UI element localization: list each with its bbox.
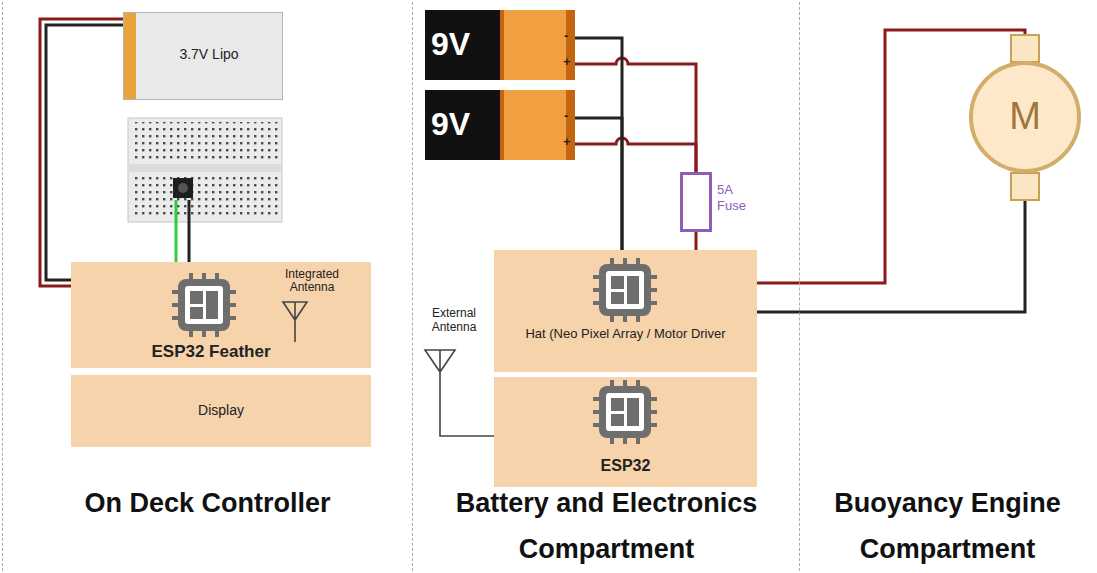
display-board: Display [71,375,371,447]
section-band: Buoyancy Engine Compartment M [800,2,1095,571]
push-button [173,178,193,198]
antenna-label: External Antenna [414,306,494,334]
button-signal-wire [175,200,178,262]
button-ground-wire [188,200,191,262]
section-title: Battery and Electronics Compartment [417,480,796,572]
wire-path [575,118,622,250]
chip-icon [172,273,236,337]
terminal-mark: - [564,29,568,43]
wire [40,19,123,286]
breadboard-holes [132,122,278,160]
antenna-symbol [283,302,307,342]
hat-board: Hat (Neo Pixel Array / Motor Driver [494,250,757,372]
wire-path [575,58,696,172]
wire-path [46,25,123,280]
battery-label: 3.7V Lipo [136,46,282,62]
section-title: On Deck Controller [7,480,408,526]
wire [757,30,1025,283]
battery-pack: 3.7V Lipo [123,12,283,100]
board-name: ESP32 Feather [131,342,291,362]
motor: M [968,35,1082,200]
board-name: Display [71,402,371,418]
wire [757,200,1025,312]
external-antenna-symbol [425,350,494,436]
battery-label: 9V [431,25,495,63]
fuse-label: 5A Fuse [717,182,759,214]
fuse: 5A Fuse [680,172,712,232]
wire [575,58,696,172]
wire-path [695,232,698,250]
wire [575,138,696,172]
section-title: Buoyancy Engine Compartment [804,480,1091,572]
terminal-mark: - [564,109,568,123]
terminal-mark: + [563,135,571,149]
chip-icon [593,380,657,444]
battery-9v: 9V [425,10,575,80]
motor-terminal [1011,35,1039,62]
board-name: ESP32 [494,457,757,475]
breadboard-holes [132,176,278,218]
motor-terminal [1011,173,1039,200]
wire-path [575,38,622,250]
wire [696,232,697,250]
battery-label: 9V [431,105,495,143]
terminal-mark: + [563,55,571,69]
mcu-board: ESP32 [494,377,757,487]
wire-path [575,138,696,172]
breadboard [128,118,282,222]
wire [575,38,622,250]
battery-9v: 9V [425,90,575,160]
section-band: Battery and Electronics Compartment 9V 9V 5… [413,2,800,571]
push-button-cap [178,183,188,193]
controller-board: ESP32 Feather Integrated Antenna [71,262,371,368]
section-band: On Deck Controller 3.7V LipoESP32 Feather… [2,2,413,571]
board-name: Hat (Neo Pixel Array / Motor Driver [524,326,727,342]
wire-path [40,19,123,286]
wire-path [757,200,1025,312]
breadboard-channel [128,164,282,172]
chip-icon [593,258,657,322]
motor-symbol: M [968,96,1082,136]
antenna-label: Integrated Antenna [267,268,357,294]
wire-path [757,30,1025,283]
wire [575,118,622,250]
hat-board-art [494,250,757,372]
